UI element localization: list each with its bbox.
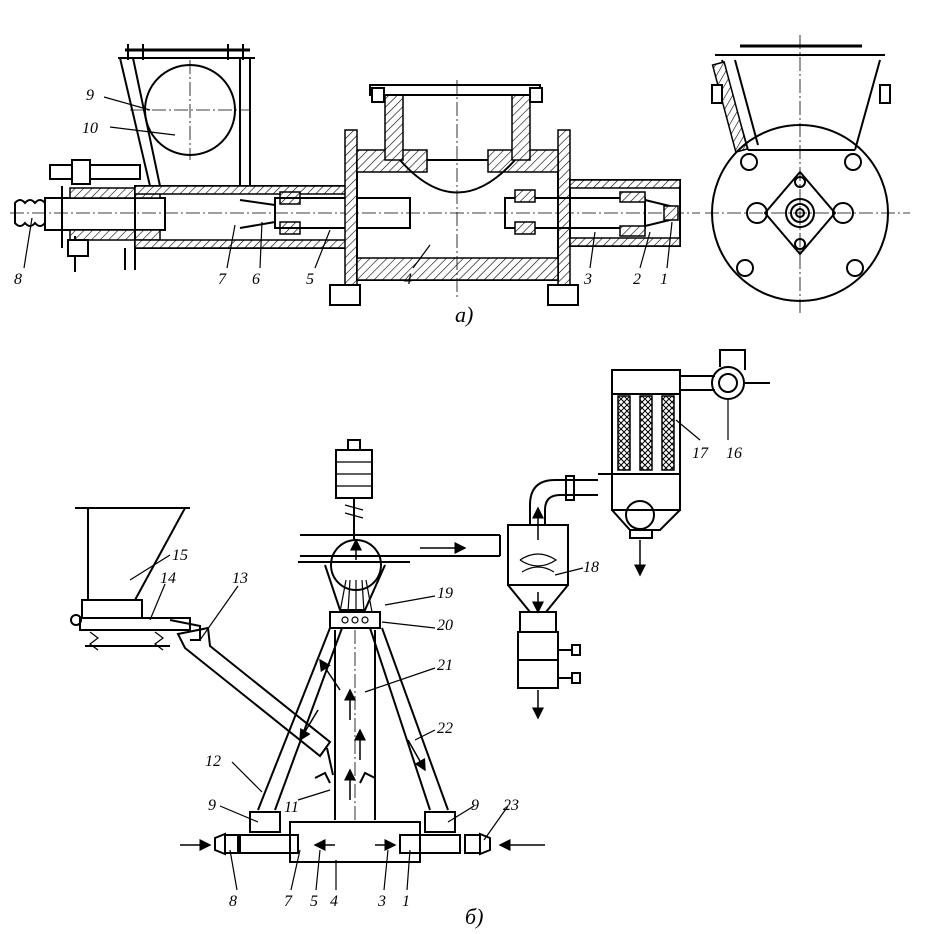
classifier-housing: [298, 534, 500, 629]
bag-filter-17: [598, 349, 770, 577]
fig-b-process-scheme: 15 14 13 17 16 18 19 20 21 22 12 11 9 9 …: [70, 349, 770, 929]
classifier-motor: [335, 439, 373, 540]
fig-a-label-3: 3: [583, 271, 592, 288]
fig-b-label-8: 8: [229, 893, 237, 910]
fig-b-label-17: 17: [692, 445, 709, 462]
fig-a-label-1: 1: [660, 271, 668, 288]
riser-tubes: [257, 627, 449, 820]
fig-a-caption: а): [455, 302, 473, 327]
feed-hopper: [118, 44, 255, 190]
fig-b-label-15: 15: [172, 547, 188, 564]
fig-b-label-12: 12: [205, 753, 221, 770]
feed-bunker-15: [70, 507, 201, 651]
fig-a-labels: 9 10 8 7 6 5 4 3 2 1 а): [14, 87, 668, 327]
fig-a-label-4: 4: [404, 271, 412, 288]
fig-a-label-8: 8: [14, 271, 22, 288]
fig-b-label-14: 14: [160, 570, 176, 587]
fig-b-labels: 15 14 13 17 16 18 19 20 21 22 12 11 9 9 …: [160, 445, 742, 929]
fig-b-label-13: 13: [232, 570, 248, 587]
fig-b-leaders: [129, 400, 729, 891]
fig-b-label-11: 11: [284, 799, 299, 816]
fig-a-label-9: 9: [86, 87, 94, 104]
fig-b-label-23: 23: [503, 797, 519, 814]
fig-a-label-7: 7: [218, 271, 227, 288]
fig-b-caption: б): [465, 904, 483, 929]
fig-b-label-9-right: 9: [471, 797, 479, 814]
fig-b-label-20: 20: [437, 617, 453, 634]
fig-b-label-5: 5: [310, 893, 318, 910]
grinding-chamber: [329, 80, 579, 306]
feed-chute-13: [176, 626, 334, 776]
fig-b-label-9-left: 9: [208, 797, 216, 814]
fig-b-label-19: 19: [437, 585, 453, 602]
left-nozzle-assembly: [14, 159, 411, 272]
right-nozzle-assembly: [504, 179, 681, 247]
fig-b-label-18: 18: [583, 559, 599, 576]
fig-b-label-1: 1: [402, 893, 410, 910]
fig-a-side-section: 9 10 8 7 6 5 4 3 2 1 а): [10, 44, 700, 327]
fig-a-label-5: 5: [306, 271, 314, 288]
fig-b-label-4: 4: [330, 893, 338, 910]
fig-b-label-16: 16: [726, 445, 742, 462]
fig-a-leaders: [23, 96, 673, 269]
fig-b-label-7: 7: [284, 893, 293, 910]
fig-b-label-21: 21: [437, 657, 453, 674]
lower-grinding-chamber: [180, 771, 545, 863]
fig-b-label-22: 22: [437, 720, 453, 737]
fig-a-end-view: [705, 35, 910, 315]
fig-a-label-2: 2: [633, 271, 641, 288]
fig-b-label-3: 3: [377, 893, 386, 910]
fig-a-label-6: 6: [252, 271, 260, 288]
cyclone-18: [499, 475, 598, 720]
fig-a-label-10: 10: [82, 120, 98, 137]
